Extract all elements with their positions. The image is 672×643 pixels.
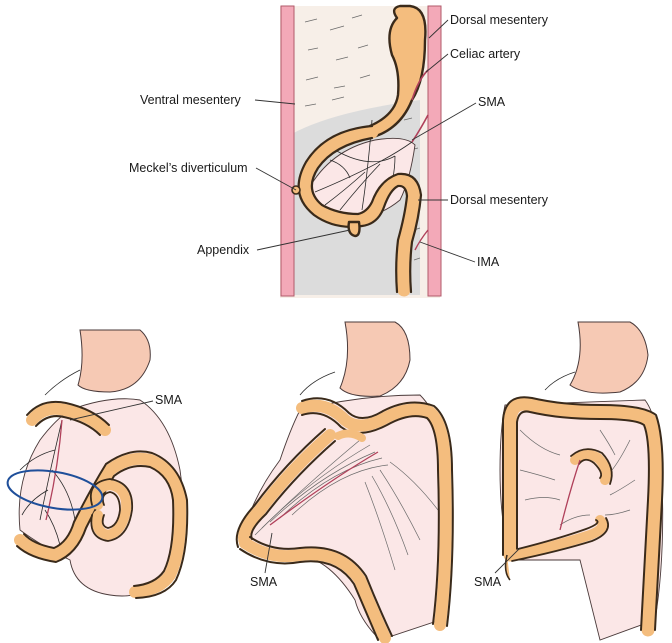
label-sma-center: SMA [250,575,278,589]
label-ima: IMA [477,255,500,269]
bottom-left-label: SMA [69,393,183,421]
label-dorsal-mesentery-top: Dorsal mesentery [450,13,549,27]
left-stomach [77,329,151,393]
center-mesentery [239,394,452,641]
right-sma-vessel [559,459,581,531]
top-panel-labels: Dorsal mesentery Celiac artery Ventral m… [129,13,549,269]
ima-vessel [414,229,429,251]
left-dorsal-line [44,369,81,396]
center-gut-loop [238,399,452,631]
center-stomach [339,321,411,397]
bottom-left-panel [6,329,189,599]
label-appendix: Appendix [197,243,250,257]
center-curl [334,429,366,442]
bottom-right-label: SMA [474,547,521,589]
label-sma-top: SMA [478,95,506,109]
appendix-bud [347,220,361,238]
right-ileum [510,515,608,560]
ventral-body-wall [280,5,295,297]
right-colon-frame [503,397,663,637]
top-panel-sagittal [280,4,442,298]
right-mesentery-lines [519,429,636,526]
right-mesentery [499,399,664,641]
right-stomach [569,321,649,394]
bottom-right-panel [499,321,664,641]
label-ventral-mesentery: Ventral mesentery [140,93,241,107]
left-inner-coil [91,480,132,540]
center-lower-gut [239,537,391,643]
center-mesentery-lines [254,439,439,571]
right-duodenum [570,449,612,485]
right-dorsal-line [544,371,576,391]
center-dorsal-line [299,371,336,396]
dorsal-body-wall [427,5,442,297]
sma-vessel [411,114,429,143]
label-meckels-diverticulum: Meckel’s diverticulum [129,161,248,175]
stomach [368,4,427,140]
label-sma-left: SMA [155,393,183,407]
bottom-center-label: SMA [250,532,278,589]
left-sma-vessel [45,419,63,521]
left-gut-loop [14,402,187,598]
label-celiac-artery: Celiac artery [450,47,521,61]
bottom-center-panel [235,321,454,643]
midgut-loop [298,125,421,297]
umbilical-ring [6,469,104,511]
label-sma-right: SMA [474,575,502,589]
center-sma-vessel [269,451,379,526]
label-dorsal-mesentery-mid: Dorsal mesentery [450,193,549,207]
